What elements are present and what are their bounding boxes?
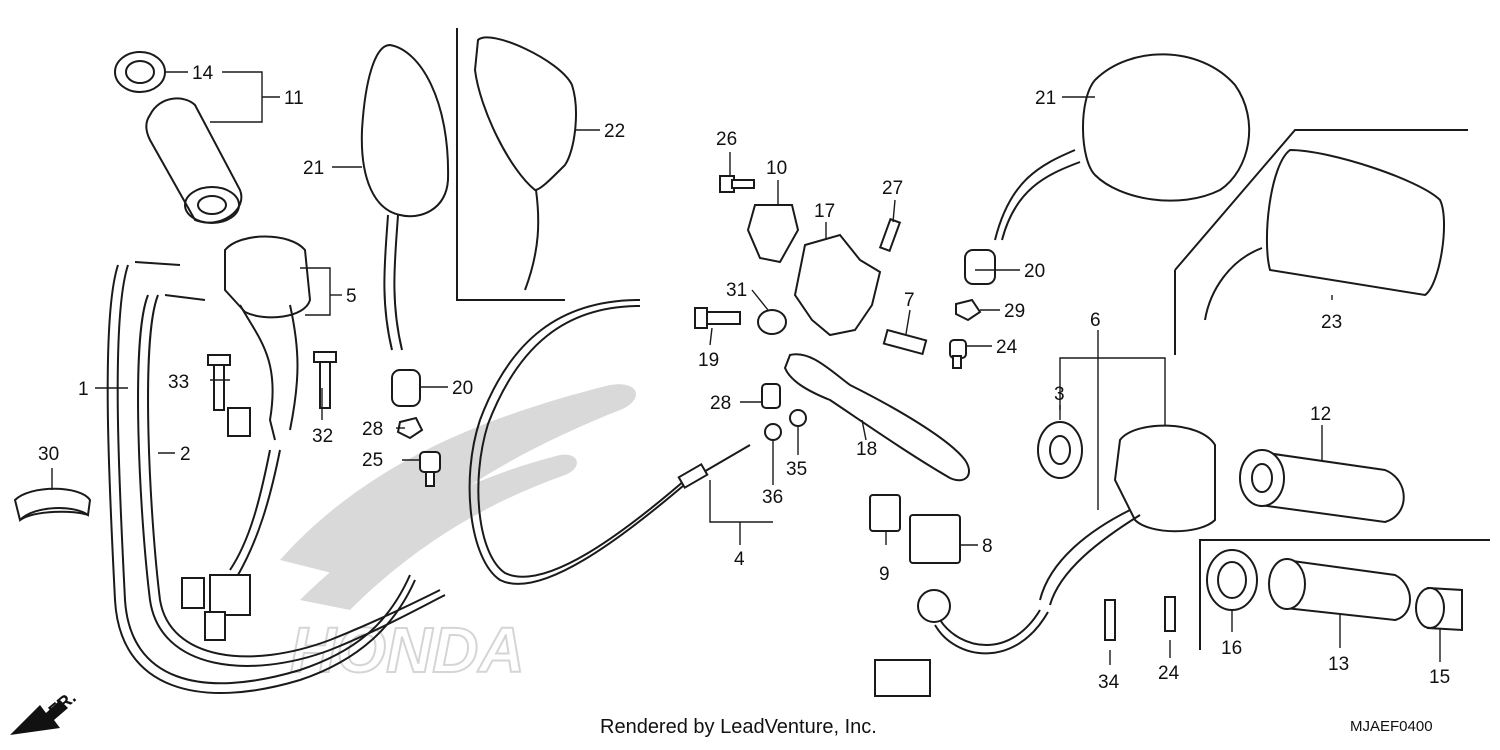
part-29-nut xyxy=(757,309,787,335)
part-21-left-mirror xyxy=(360,43,450,351)
part-19-bolt xyxy=(694,307,741,329)
part-23-mirror xyxy=(1204,148,1446,321)
callout-10: 10 xyxy=(766,158,787,179)
part-3-grommet xyxy=(1037,421,1083,479)
honda-watermark-text: HONDA xyxy=(290,614,525,686)
callout-27: 28 xyxy=(710,393,731,414)
part-20-right-adapter xyxy=(964,249,996,285)
part-36-nut xyxy=(764,423,782,441)
part-28-left-nut xyxy=(396,416,424,440)
part-5-left-switch xyxy=(224,235,312,441)
part-35-nut xyxy=(789,409,807,427)
part-18-clutch-lever xyxy=(783,353,970,482)
callout-13: 13 xyxy=(1328,654,1349,675)
part-15-end-cap xyxy=(1415,586,1463,632)
callout-9: 9 xyxy=(879,564,890,585)
part-9-relay xyxy=(869,494,901,532)
part-33-screw xyxy=(207,354,231,411)
callout-4: 4 xyxy=(734,549,745,570)
part-11-throttle-grip xyxy=(145,97,243,224)
callout-24-left: 25 xyxy=(362,450,383,471)
callout-36: 36 xyxy=(762,487,783,508)
part-27-bolt xyxy=(761,383,781,409)
callout-33: 33 xyxy=(168,372,189,393)
callout-labels: 14 11 21 22 5 33 1 32 2 20 28 25 30 26 1… xyxy=(38,63,1450,693)
part-10-holder xyxy=(746,204,800,264)
part-6-right-switch xyxy=(1039,424,1216,606)
callout-30: 30 xyxy=(38,444,59,465)
part-16-collar xyxy=(1206,549,1258,611)
callout-leaders xyxy=(51,71,1441,665)
callout-21-left: 21 xyxy=(303,158,324,179)
callout-31: 32 xyxy=(312,426,333,447)
honda-wing-watermark: HONDA xyxy=(280,384,637,687)
grip-set-frame xyxy=(1199,539,1490,650)
mirror-22-frame xyxy=(456,28,565,301)
callout-5: 5 xyxy=(346,286,357,307)
callout-15: 15 xyxy=(1429,667,1450,688)
callout-2: 2 xyxy=(180,444,191,465)
callout-16: 16 xyxy=(1221,638,1242,659)
callout-24-right: 24 xyxy=(996,337,1018,358)
callout-28-right: 29 xyxy=(1004,301,1025,322)
mirror-23-frame xyxy=(1174,129,1468,271)
callout-8: 8 xyxy=(982,536,993,557)
left-wire-harness xyxy=(181,449,281,641)
callout-7: 7 xyxy=(904,290,915,311)
part-14-grip-end xyxy=(114,51,166,93)
part-34-screw xyxy=(1104,599,1116,641)
callout-12: 12 xyxy=(1310,404,1331,425)
part-8-relay xyxy=(909,514,961,564)
callout-22: 22 xyxy=(604,121,625,142)
part-7-switch xyxy=(882,328,928,356)
diagram-code: MJAEF0400 xyxy=(1350,718,1433,735)
callout-18: 18 xyxy=(856,439,877,460)
callout-34: 34 xyxy=(1098,672,1120,693)
callout-3: 3 xyxy=(1054,384,1065,405)
part-4-clutch-cable xyxy=(468,299,751,585)
callout-35: 35 xyxy=(786,459,807,480)
callout-19: 19 xyxy=(698,350,719,371)
callout-29: 31 xyxy=(726,280,747,301)
part-25-bolt xyxy=(719,175,755,193)
part-17-lever-bracket xyxy=(793,233,882,337)
front-direction-arrow: FR. xyxy=(10,687,80,735)
part-28-right-nut xyxy=(955,298,982,322)
callout-25: 26 xyxy=(716,129,737,150)
callout-1: 1 xyxy=(78,379,89,400)
callout-21-right: 21 xyxy=(1035,88,1056,109)
callout-23: 23 xyxy=(1321,312,1342,333)
part-30-band xyxy=(13,487,92,522)
callout-32: 24 xyxy=(1158,663,1180,684)
callout-20-right: 20 xyxy=(1024,261,1045,282)
part-31-screw xyxy=(313,351,337,409)
part-26-screw xyxy=(878,217,902,253)
callout-17: 17 xyxy=(814,201,835,222)
part-20-left-adapter xyxy=(391,369,421,407)
parts-1-2-throttle-cables xyxy=(106,261,446,694)
part-13-grip xyxy=(1268,558,1411,622)
callout-11: 11 xyxy=(284,88,304,109)
callout-14: 14 xyxy=(192,63,214,84)
part-24-right-bolt xyxy=(949,339,967,369)
part-12-grip xyxy=(1239,449,1405,524)
callout-28-left: 28 xyxy=(362,419,383,440)
part-32-screw xyxy=(1164,596,1176,632)
right-wire-harness xyxy=(874,589,1049,697)
part-22-mirror xyxy=(473,36,577,291)
part-21-right-mirror xyxy=(994,53,1251,241)
credit-text: Rendered by LeadVenture, Inc. xyxy=(600,716,877,738)
callout-26: 27 xyxy=(882,178,903,199)
part-24-left-bolt xyxy=(419,451,441,487)
callout-6: 6 xyxy=(1090,310,1101,331)
callout-20-left: 20 xyxy=(452,378,473,399)
